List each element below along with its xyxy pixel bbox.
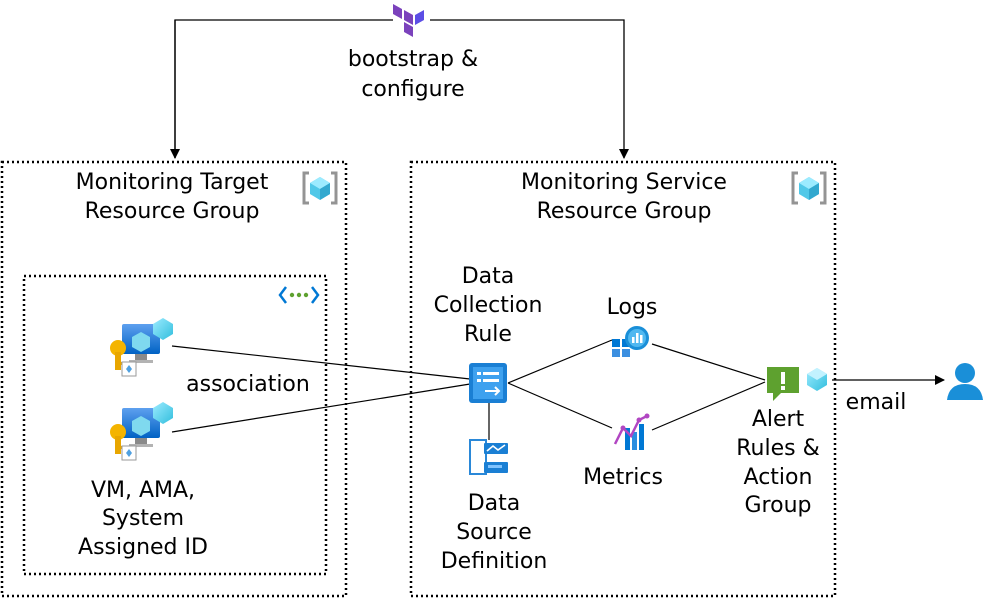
data-collection-rule-icon [469, 363, 507, 403]
dsd-label-line2: Source [456, 520, 532, 545]
bootstrap-label-line1: bootstrap & [348, 47, 478, 72]
user-icon [947, 363, 983, 400]
vm-managed-identity-icon [110, 402, 173, 461]
logs-label: Logs [607, 295, 658, 320]
email-label: email [846, 390, 907, 415]
service-group-title-line1: Monitoring Service [521, 170, 727, 195]
connector-lines [171, 339, 766, 440]
dcr-label-line1: Data [462, 264, 515, 289]
alert-label-line4: Group [745, 493, 812, 518]
target-group-title-line2: Resource Group [85, 199, 260, 224]
service-group-title-line2: Resource Group [537, 199, 712, 224]
vm-label-line1: VM, AMA, [91, 478, 195, 503]
terraform-icon [393, 4, 424, 37]
alert-label-line1: Alert [752, 407, 805, 432]
metrics-icon [613, 413, 650, 450]
resource-group-icon [791, 171, 827, 205]
dcr-label-line3: Rule [464, 322, 512, 347]
data-source-definition-icon [469, 439, 508, 475]
target-resource-group-box [0, 160, 348, 598]
bootstrap-label-line2: configure [361, 77, 464, 102]
vnet-box [22, 274, 328, 576]
alert-icon [767, 367, 827, 401]
vm-label-line2: System [102, 506, 184, 531]
service-resource-group-box [409, 160, 837, 598]
resource-group-icon [302, 171, 338, 205]
vnet-icon [278, 286, 320, 304]
dsd-label-line3: Definition [441, 549, 548, 574]
log-analytics-icon [612, 326, 649, 357]
vm-label-line3: Assigned ID [78, 535, 208, 560]
vm-managed-identity-icon [110, 318, 173, 377]
association-label: association [186, 372, 310, 397]
alert-label-line2: Rules & [736, 436, 820, 461]
target-group-title-line1: Monitoring Target [76, 170, 269, 195]
metrics-label: Metrics [583, 465, 663, 490]
bootstrap-connector [170, 19, 629, 159]
alert-label-line3: Action [744, 465, 813, 490]
dsd-label-line1: Data [468, 491, 521, 516]
dcr-label-line2: Collection [434, 293, 543, 318]
